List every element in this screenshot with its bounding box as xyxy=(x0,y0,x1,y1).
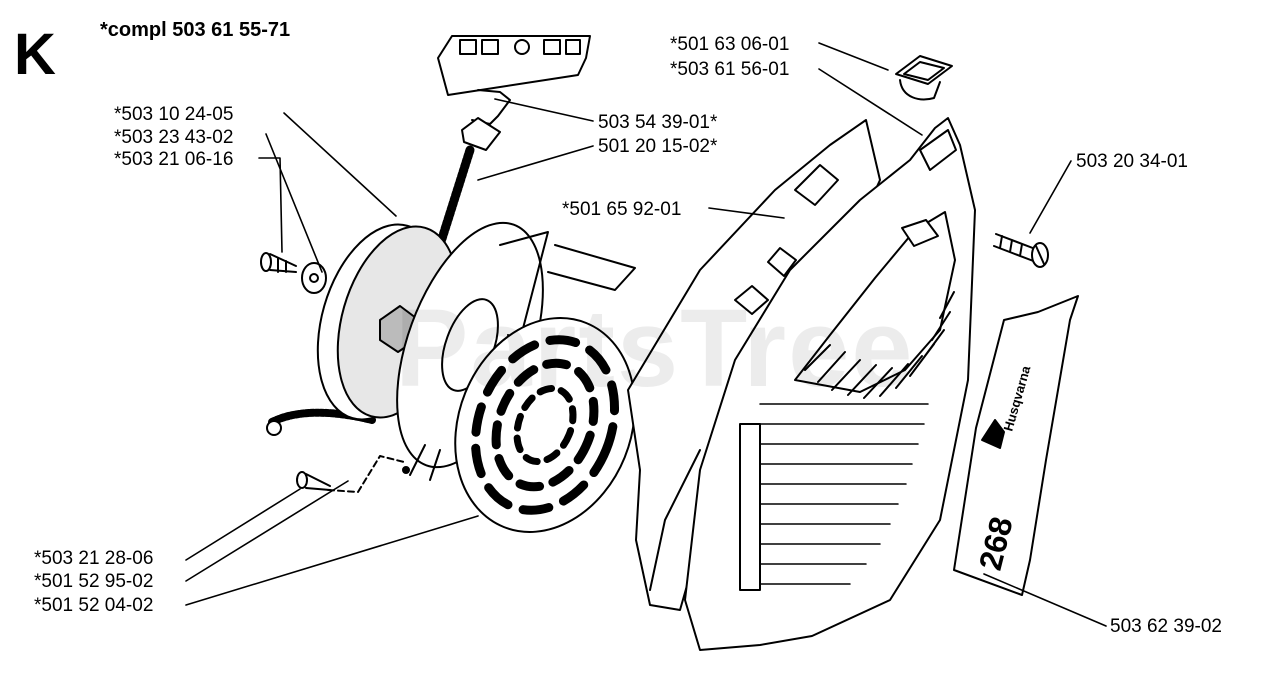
part-label-503-21-28-06[interactable]: *503 21 28-06 xyxy=(34,548,154,569)
decal xyxy=(953,295,1079,596)
washer xyxy=(301,262,327,294)
kit-title: *compl 503 61 55-71 xyxy=(100,19,291,41)
part-label-501-20-15-02[interactable]: 501 20 15-02* xyxy=(598,136,718,157)
pulley-screw xyxy=(260,252,297,273)
part-label-503-21-06-16[interactable]: *503 21 06-16 xyxy=(114,149,234,170)
housing-screw xyxy=(993,233,1049,268)
section-letter: K xyxy=(14,22,56,87)
watermark: PartsTree xyxy=(395,287,915,410)
part-label-501-52-95-02[interactable]: *501 52 95-02 xyxy=(34,571,154,592)
part-label-503-23-43-02[interactable]: *503 23 43-02 xyxy=(114,127,234,148)
recoil-spring xyxy=(454,244,636,533)
cassette-screw xyxy=(296,455,405,493)
part-label-501-63-06-01[interactable]: *501 63 06-01 xyxy=(670,34,790,55)
part-label-501-52-04-02[interactable]: *501 52 04-02 xyxy=(34,595,154,616)
part-label-503-10-24-05[interactable]: *503 10 24-05 xyxy=(114,104,234,125)
intake-grommet xyxy=(895,55,953,101)
starter-housing xyxy=(684,117,976,651)
part-label-503-62-39-02[interactable]: 503 62 39-02 xyxy=(1110,616,1222,637)
part-label-501-65-92-01[interactable]: *501 65 92-01 xyxy=(562,199,682,220)
leader-lines xyxy=(185,42,1107,627)
starter-handle xyxy=(437,35,591,151)
part-label-503-61-56-01[interactable]: *503 61 56-01 xyxy=(670,59,790,80)
part-label-503-54-39-01[interactable]: 503 54 39-01* xyxy=(598,112,718,133)
part-label-503-20-34-01[interactable]: 503 20 34-01 xyxy=(1076,151,1188,172)
